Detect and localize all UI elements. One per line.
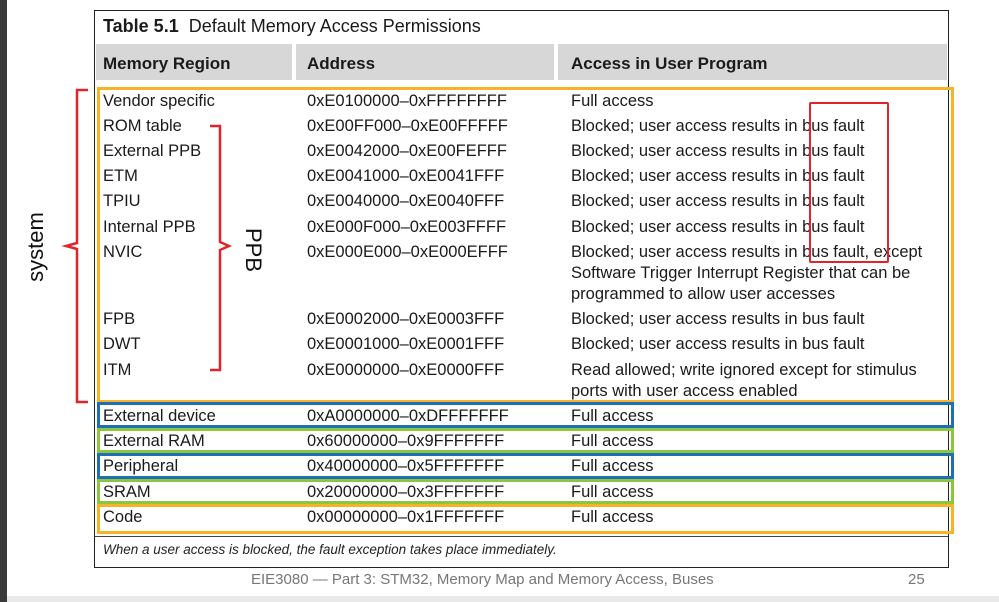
region-cell: Peripheral	[103, 457, 179, 475]
footnote-divider	[95, 536, 948, 537]
system-label: system	[23, 212, 48, 282]
sram-highlight	[97, 479, 954, 504]
region-cell: NVIC	[103, 243, 143, 261]
address-cell: 0xE0042000–0xE00FEFFF	[307, 142, 507, 160]
header-bg-address	[296, 44, 554, 80]
peripheral-highlight	[97, 453, 954, 479]
access-cell: Blocked; user access results in bus faul…	[571, 335, 865, 353]
address-cell: 0xE0001000–0xE0001FFF	[307, 335, 505, 353]
region-cell: ROM table	[103, 117, 182, 135]
header-bg-region	[96, 44, 292, 80]
system-region-highlight	[97, 87, 954, 403]
access-cell: Full access	[571, 92, 654, 110]
access-cell: Full access	[571, 407, 654, 425]
access-cell: Full access	[571, 508, 654, 526]
table-frame	[94, 10, 949, 568]
page-number: 25	[908, 571, 925, 588]
address-cell: 0xE0002000–0xE0003FFF	[307, 310, 505, 328]
access-cell: Blocked; user access results in bus faul…	[571, 192, 865, 210]
region-cell: External device	[103, 407, 216, 425]
address-cell: 0xE000E000–0xE000EFFF	[307, 243, 508, 261]
region-cell: FPB	[103, 310, 136, 328]
address-cell: 0x00000000–0x1FFFFFFF	[307, 508, 505, 526]
ppb-label: PPB	[241, 227, 266, 273]
region-cell: Code	[103, 508, 143, 526]
address-cell: 0xE0100000–0xFFFFFFFF	[307, 92, 507, 110]
header-memory-region: Memory Region	[103, 54, 231, 73]
region-cell: DWT	[103, 335, 141, 353]
address-cell: 0xE000F000–0xE003FFFF	[307, 218, 507, 236]
table-number: Table 5.1	[103, 16, 179, 36]
access-cell: Blocked; user access results in bus faul…	[571, 243, 923, 303]
address-cell: 0xE0040000–0xE0040FFF	[307, 192, 505, 210]
access-cell: Blocked; user access results in bus faul…	[571, 310, 865, 328]
address-cell: 0xA0000000–0xDFFFFFFF	[307, 407, 509, 425]
access-cell: Blocked; user access results in bus faul…	[571, 142, 865, 160]
access-cell: Full access	[571, 457, 654, 475]
access-cell: Full access	[571, 483, 654, 501]
slide-bottom-strip	[7, 596, 999, 602]
code-highlight	[97, 504, 954, 534]
header-address: Address	[307, 54, 376, 73]
access-cell: Blocked; user access results in bus faul…	[571, 167, 865, 185]
external-device-highlight	[97, 402, 954, 428]
header-access: Access in User Program	[571, 54, 768, 73]
address-cell: 0x20000000–0x3FFFFFFF	[307, 483, 505, 501]
header-bg-access	[558, 44, 947, 80]
region-cell: SRAM	[103, 483, 151, 501]
address-cell: 0xE0000000–0xE0000FFF	[307, 361, 505, 379]
access-cell: Read allowed; write ignored except for s…	[571, 361, 917, 400]
access-cell: Blocked; user access results in bus faul…	[571, 218, 865, 236]
table-footnote: When a user access is blocked, the fault…	[103, 542, 557, 557]
region-cell: ETM	[103, 167, 138, 185]
region-cell: External PPB	[103, 142, 202, 160]
system-bracket	[61, 88, 88, 404]
address-cell: 0xE00FF000–0xE00FFFFF	[307, 117, 508, 135]
region-cell: Internal PPB	[103, 218, 196, 236]
address-cell: 0x60000000–0x9FFFFFFF	[307, 432, 505, 450]
ppb-bracket	[210, 124, 233, 372]
bus-fault-highlight	[809, 102, 889, 263]
external-ram-highlight	[97, 428, 954, 453]
region-cell: External RAM	[103, 432, 205, 450]
slide-footer: EIE3080 — Part 3: STM32, Memory Map and …	[251, 571, 714, 588]
region-cell: Vendor specific	[103, 92, 215, 110]
access-cell: Blocked; user access results in bus faul…	[571, 117, 865, 135]
address-cell: 0x40000000–0x5FFFFFFF	[307, 457, 505, 475]
table-title: Default Memory Access Permissions	[188, 16, 481, 36]
window-left-edge	[0, 0, 7, 602]
access-cell: Full access	[571, 432, 654, 450]
table-caption: Table 5.1 Default Memory Access Permissi…	[103, 16, 481, 37]
region-cell: TPIU	[103, 192, 141, 210]
region-cell: ITM	[103, 361, 132, 379]
address-cell: 0xE0041000–0xE0041FFF	[307, 167, 505, 185]
